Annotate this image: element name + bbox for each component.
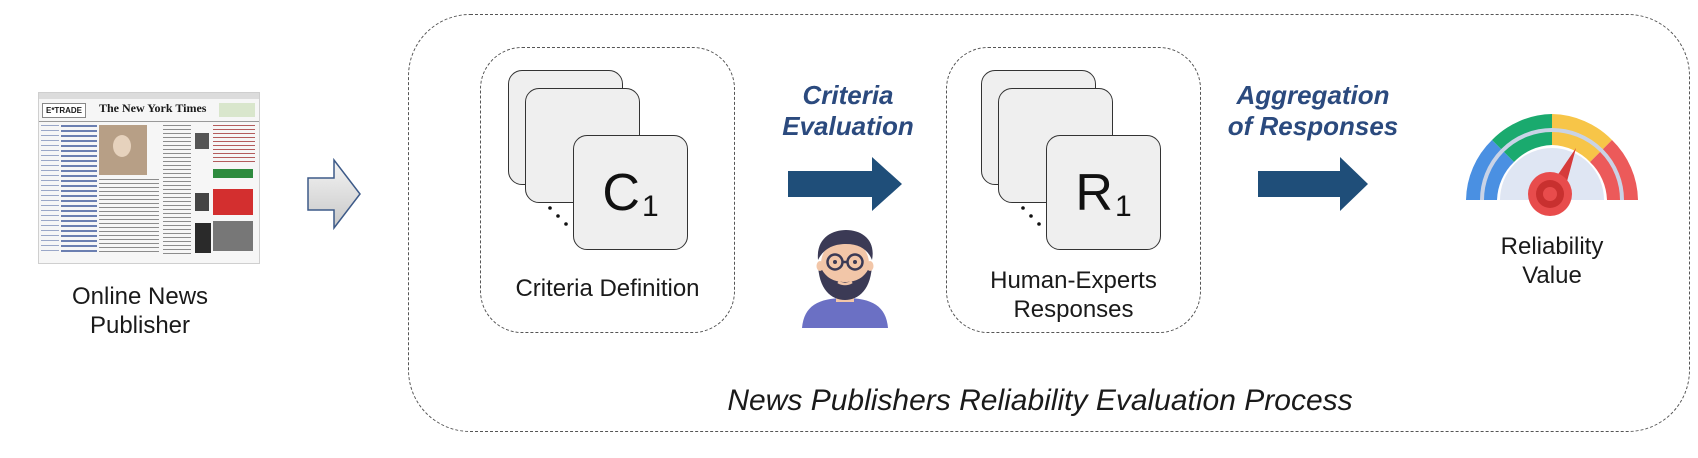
responses-box — [946, 47, 1201, 333]
aggregation-line2: of Responses — [1227, 111, 1399, 141]
responses-card-index: 1 — [1114, 189, 1132, 223]
aggregation-label: Aggregation of Responses — [1210, 80, 1416, 142]
reliability-label-line1: Reliability — [1500, 233, 1604, 260]
responses-label: Human-Experts Responses — [946, 266, 1201, 324]
newspaper-thumbnail-icon: E*TRADE The New York Times — [38, 92, 260, 264]
process-title: News Publishers Reliability Evaluation P… — [727, 384, 1353, 417]
reliability-label: Reliability Value — [1452, 232, 1652, 290]
thumbnail-ad: E*TRADE — [42, 103, 86, 118]
criteria-label: Criteria Definition — [515, 275, 700, 302]
criteria-ellipsis — [548, 206, 568, 226]
responses-ellipsis — [1021, 206, 1041, 226]
publisher-label-line1: Online News — [71, 283, 209, 310]
thumbnail-masthead: The New York Times — [99, 101, 207, 115]
evaluation-arrow-icon — [788, 157, 902, 211]
responses-card-letter: R — [1075, 163, 1113, 222]
publisher-label-line2: Publisher — [89, 312, 191, 339]
criteria-evaluation-label: Criteria Evaluation — [760, 80, 936, 142]
aggregation-arrow-icon — [1258, 157, 1368, 211]
criteria-evaluation-line1: Criteria — [802, 80, 894, 110]
responses-label-line1: Human-Experts — [990, 267, 1157, 294]
expert-avatar-icon — [802, 230, 888, 328]
criteria-evaluation-line2: Evaluation — [782, 111, 914, 141]
publisher-label: Online News Publisher — [40, 282, 240, 340]
criteria-card-letter: C — [602, 163, 640, 222]
criteria-box — [480, 47, 735, 333]
process-container — [408, 14, 1690, 432]
aggregation-line1: Aggregation — [1236, 80, 1390, 110]
reliability-label-line2: Value — [1522, 262, 1582, 289]
responses-label-line2: Responses — [1013, 296, 1134, 323]
outline-arrow-icon — [307, 158, 361, 230]
criteria-card-index: 1 — [641, 189, 659, 223]
gauge-icon — [1466, 114, 1638, 216]
